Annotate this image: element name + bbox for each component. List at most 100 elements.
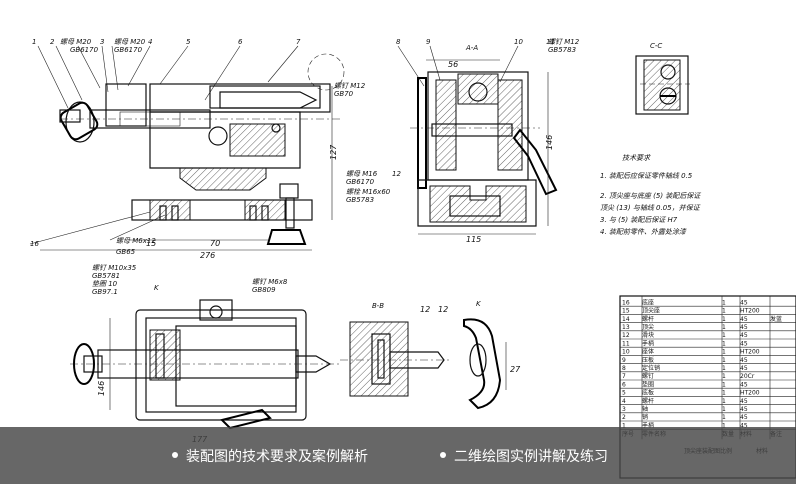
bom-cell: 1 <box>722 316 726 323</box>
fastener-9-std: GB5783 <box>548 46 576 54</box>
label-9: 9 <box>426 38 431 46</box>
caption-left[interactable]: 装配图的技术要求及案例解析 <box>172 446 368 466</box>
bom-cell: 45 <box>740 422 748 429</box>
bom-cell: 座体 <box>642 348 654 356</box>
bom-cell: HT200 <box>740 308 760 315</box>
label-16: 16 <box>30 240 39 248</box>
fastener-6-std: GB65 <box>116 248 136 256</box>
dim-bb-12b: 12 <box>438 305 448 314</box>
caption-right[interactable]: 二维绘图实例讲解及练习 <box>440 446 608 466</box>
notes-title: 技术要求 <box>622 154 651 162</box>
bom-cell: 1 <box>722 349 726 356</box>
label-2: 2 <box>50 38 55 46</box>
caption-bar: 装配图的技术要求及案例解析 二维绘图实例讲解及练习 <box>0 427 796 484</box>
fastener-7-std: GB5781 <box>92 272 120 280</box>
bom-cell: 1 <box>722 299 726 306</box>
caption-right-text: 二维绘图实例讲解及练习 <box>454 449 608 465</box>
fastener-1-std: GB6170 <box>70 46 99 54</box>
bom-cell: 底板 <box>642 389 654 397</box>
view-k-title: K <box>476 300 482 308</box>
bom-cell: 7 <box>622 373 626 380</box>
bom-cell: 螺杆 <box>642 397 654 405</box>
bom-cell: 1 <box>722 365 726 372</box>
bom-cell: 轴 <box>642 405 648 413</box>
side-view-aa: 8 9 10 11 A-A 12 56 146 115 螺钉 M12 GB578… <box>392 38 580 244</box>
bom-cell: 5 <box>622 390 626 397</box>
section-aa-title: A-A <box>465 44 478 52</box>
bom-cell: 1 <box>722 340 726 347</box>
technical-notes: 技术要求 1. 装配后应保证零件轴线 0.5 2. 顶尖座与底座 (5) 装配后… <box>600 154 701 236</box>
bom-cell: 顶尖座 <box>642 307 660 315</box>
front-view: 1 2 3 4 5 6 7 螺母 M20 GB6170 螺母 M20 GB617… <box>29 38 391 260</box>
dim-plan-height: 146 <box>97 381 106 396</box>
bom-cell: 3 <box>622 406 626 413</box>
label-3: 3 <box>100 38 104 46</box>
bom-cell: 45 <box>740 316 748 323</box>
handle-shape <box>59 101 99 143</box>
note-line-4: 3. 与 (5) 装配后保证 H7 <box>600 216 678 224</box>
section-bb-title: B-B <box>372 302 384 310</box>
bom-cell: 4 <box>622 398 626 405</box>
bom-cell: 定位销 <box>642 364 660 372</box>
bom-cell: 销 <box>642 413 648 421</box>
bom-cell: 45 <box>740 324 748 331</box>
bom-cell: 45 <box>740 357 748 364</box>
fastener-3-name: 螺钉 M12 <box>334 82 366 90</box>
fastener-3-std: GB70 <box>334 90 354 98</box>
bom-cell: 9 <box>622 357 626 364</box>
dim-side-height: 146 <box>545 135 554 150</box>
dim-main-width: 276 <box>200 251 215 260</box>
label-12: 12 <box>392 170 401 178</box>
dim-k-27: 27 <box>510 365 521 374</box>
bom-cell: 1 <box>722 422 726 429</box>
bom-cell: 14 <box>622 316 630 323</box>
bom-cell: 45 <box>740 414 748 421</box>
bom-cell: 手柄 <box>642 339 654 347</box>
bom-cell: 45 <box>740 398 748 405</box>
fastener-9-name: 螺钉 M12 <box>548 38 580 46</box>
fastener-7-washer: 垫圈 10 <box>92 280 118 288</box>
bom-cell: 压板 <box>642 356 654 364</box>
label-6: 6 <box>238 38 243 46</box>
label-8: 8 <box>396 38 401 46</box>
dim-side-width: 115 <box>466 235 481 244</box>
bom-cell: 16 <box>622 299 630 306</box>
bom-cell: 顶尖 <box>642 323 654 331</box>
view-cc: C-C <box>635 42 690 115</box>
label-4: 4 <box>148 38 152 46</box>
fastener-6-name: 螺母 M6x12 <box>116 237 156 245</box>
fastener-5-std: GB5783 <box>346 196 374 204</box>
dim-main-70: 70 <box>210 239 220 248</box>
bullet-icon <box>172 452 178 458</box>
label-1: 1 <box>32 38 36 46</box>
bom-cell: 1 <box>722 373 726 380</box>
note-line-3: 顶尖 (13) 与轴线 0.05，并保证 <box>600 204 701 212</box>
dim-bb-12a: 12 <box>420 305 430 314</box>
dim-side-56: 56 <box>448 60 458 69</box>
note-line-5: 4. 装配前零件、外露处涂漆 <box>600 228 687 236</box>
bom-cell: 1 <box>722 406 726 413</box>
bom-cell: 8 <box>622 365 626 372</box>
bom-cell: HT200 <box>740 390 760 397</box>
view-k: K 27 <box>463 300 521 410</box>
fastener-8-std: GB809 <box>252 286 276 294</box>
fastener-1-name: 螺母 M20 <box>60 38 92 46</box>
bom-cell: 45 <box>740 340 748 347</box>
fastener-2-name: 螺母 M20 <box>114 38 146 46</box>
label-10: 10 <box>514 38 523 46</box>
caption-left-text: 装配图的技术要求及案例解析 <box>186 449 368 465</box>
bom-cell: 10 <box>622 349 630 356</box>
bom-cell: 45 <box>740 381 748 388</box>
fastener-4-std: GB6170 <box>346 178 375 186</box>
view-k-label-plan: K <box>154 284 160 292</box>
bom-cell: 20Cr <box>740 373 755 380</box>
section-cc-title: C-C <box>650 42 662 50</box>
bom-cell: 1 <box>622 422 626 429</box>
dim-main-15: 15 <box>146 239 156 248</box>
fastener-8-name: 螺钉 M6x8 <box>252 278 288 286</box>
section-bb: B-B 12 12 <box>340 302 452 397</box>
bom-cell: 螺钉 <box>642 372 654 380</box>
bom-cell: 45 <box>740 365 748 372</box>
